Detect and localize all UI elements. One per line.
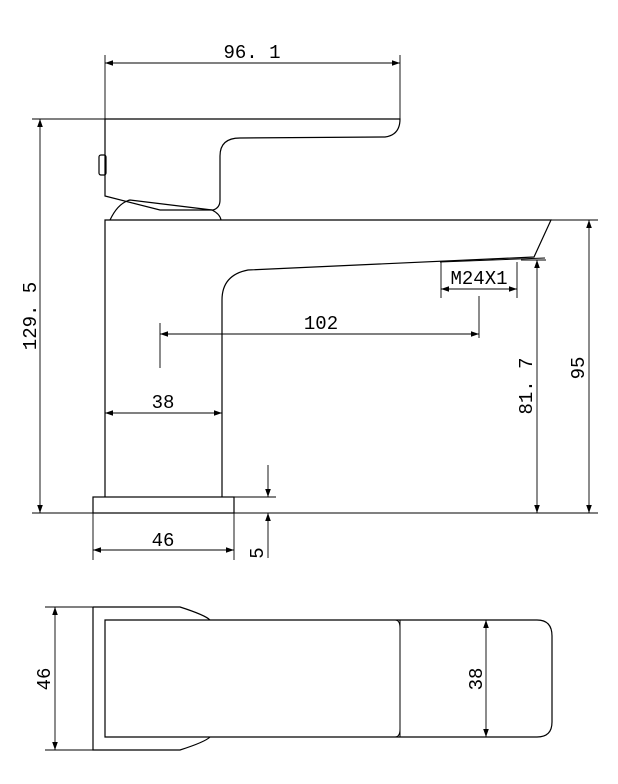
cartridge-dome bbox=[109, 199, 222, 221]
dim-total-height: 129. 5 bbox=[20, 118, 105, 513]
dim-body-depth-label: 38 bbox=[152, 392, 175, 414]
dim-spout-reach-label: 102 bbox=[304, 313, 338, 335]
dim-plan-width: 46 bbox=[34, 606, 93, 751]
base-plate bbox=[92, 496, 235, 514]
plan-view: 46 38 bbox=[34, 606, 553, 751]
dim-base-width-label: 46 bbox=[152, 530, 175, 552]
dim-body-height-label: 95 bbox=[568, 357, 590, 380]
thread-spec-label: M24X1 bbox=[450, 268, 507, 290]
thread-callout: M24X1 bbox=[440, 262, 518, 298]
dim-base-width: 46 bbox=[92, 513, 235, 560]
dim-handle-length-label: 96. 1 bbox=[223, 42, 280, 64]
spout-lip-line bbox=[439, 257, 546, 263]
dim-plan-body-width-label: 38 bbox=[466, 668, 488, 691]
handle-button bbox=[98, 154, 107, 176]
plan-body-outline bbox=[104, 619, 553, 738]
dim-outlet-height-label: 81. 7 bbox=[516, 357, 538, 414]
dim-spout-reach: 102 bbox=[159, 296, 480, 368]
plan-handle-outline bbox=[105, 619, 401, 738]
dim-plan-width-label: 46 bbox=[34, 668, 56, 691]
dim-handle-length: 96. 1 bbox=[104, 42, 401, 119]
handle-lever bbox=[104, 118, 401, 211]
plan-base-outline bbox=[92, 606, 211, 751]
dim-plan-body-width: 38 bbox=[466, 620, 489, 737]
faucet-body-outline bbox=[104, 219, 552, 497]
side-view-dimensions: 96. 1 129. 5 95 81. 7 102 bbox=[20, 42, 598, 560]
dim-total-height-label: 129. 5 bbox=[20, 282, 42, 350]
dim-base-thickness: 5 bbox=[234, 465, 276, 559]
dim-body-depth: 38 bbox=[105, 392, 222, 416]
dim-base-thickness-label: 5 bbox=[247, 547, 269, 558]
side-elevation-view bbox=[32, 118, 598, 514]
dim-outlet-height: 81. 7 bbox=[516, 259, 546, 513]
dim-body-height: 95 bbox=[551, 219, 598, 513]
